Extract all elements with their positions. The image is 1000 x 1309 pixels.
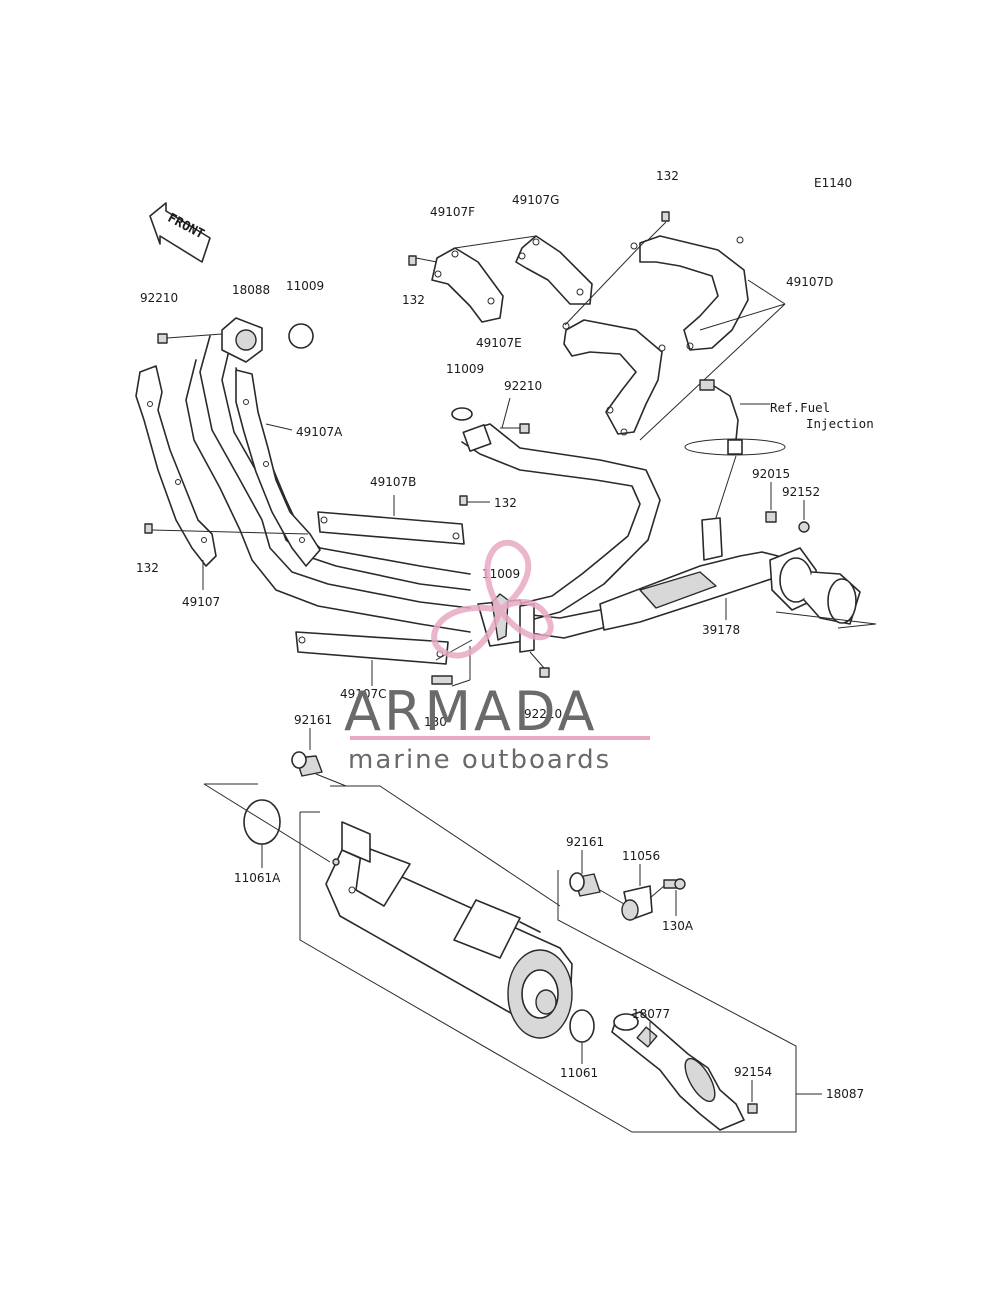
label-49107A: 49107A [296,425,343,439]
bolt-132-icon [661,211,670,222]
label-49107: 49107 [182,595,220,609]
label-92152: 92152 [782,485,820,499]
label-130A: 130A [662,919,694,933]
cover-49107D [630,235,749,351]
label-49107D: 49107D [786,275,833,289]
bolt-130-icon [431,675,453,685]
label-92210-mid: 92210 [504,379,542,393]
cover-49107F [431,247,504,323]
label-132-right: 132 [494,496,517,510]
gasket-11009-icon [288,323,314,349]
label-92015: 92015 [752,467,790,481]
heat-shield-49107B [317,511,465,545]
exhaust-header-pipe [185,335,745,639]
bolt-132-icon [408,255,417,266]
bolt-130A-icon [663,878,686,890]
label-11056: 11056 [622,849,660,863]
label-49107E: 49107E [476,336,522,350]
oxygen-sensor-icon [684,379,786,456]
label-18088: 18088 [232,283,270,297]
label-132-mid: 132 [402,293,425,307]
watermark-divider [350,736,650,740]
front-arrow-icon: FRONT [149,202,211,263]
label-11061A: 11061A [234,871,281,885]
baffle-18077 [611,1011,745,1131]
gasket-11061A-icon [243,799,281,845]
damper-92161-icon [291,751,323,777]
label-11009-mid: 11009 [446,362,484,376]
nut-92210-icon [157,333,168,344]
label-49107C: 49107C [340,687,387,701]
nut-92210-icon [539,667,550,678]
armada-logo-icon [431,539,554,659]
muffler-assembly-18087 [325,821,573,1039]
watermark: ARMADA marine outboards [344,539,650,775]
bolt-132-icon [144,523,153,534]
washer-92152-icon [798,521,810,533]
ref-note-line1: Ref.Fuel [770,400,830,415]
label-11061: 11061 [560,1066,598,1080]
label-49107F: 49107F [430,205,475,219]
label-39178: 39178 [702,623,740,637]
label-92154: 92154 [734,1065,772,1079]
label-18087: 18087 [826,1087,864,1101]
cover-49107E [562,319,666,436]
label-92210-bottom: 92210 [524,707,562,721]
heat-shield-49107A [235,369,321,567]
label-92210-left: 92210 [140,291,178,305]
diagram-code: E1140 [814,176,852,190]
label-92161-right: 92161 [566,835,604,849]
label-132-left: 132 [136,561,159,575]
bolt-132-icon [459,495,468,506]
bolt-92154-icon [747,1103,758,1114]
label-92161-left: 92161 [294,713,332,727]
gasket-11061-icon [569,1009,595,1043]
label-132-top: 132 [656,169,679,183]
damper-92161-icon [569,872,601,897]
cover-49107G [515,235,593,305]
label-18077: 18077 [632,1007,670,1021]
clamp-11056-icon [621,885,653,921]
flange-18088 [221,317,263,363]
ref-note-line2: Injection [806,416,874,431]
pre-muffler-39178 [599,517,787,631]
nut-92210-icon [519,423,530,434]
label-49107G: 49107G [512,193,559,207]
nut-92015-icon [765,511,777,523]
gasket-11009-icon [451,407,473,421]
heat-shield-49107 [135,365,217,567]
label-49107B: 49107B [370,475,416,489]
part-labels: 132 49107F 49107G 132 49107D 49107E 1100… [136,169,864,1101]
outlet-flange [769,547,861,625]
watermark-tagline: marine outboards [348,745,611,775]
label-11009-left: 11009 [286,279,324,293]
heat-shield-49107C [295,631,449,665]
watermark-brand: ARMADA [344,680,598,743]
label-11009-center: 11009 [482,567,520,581]
label-130: 130 [424,715,447,729]
